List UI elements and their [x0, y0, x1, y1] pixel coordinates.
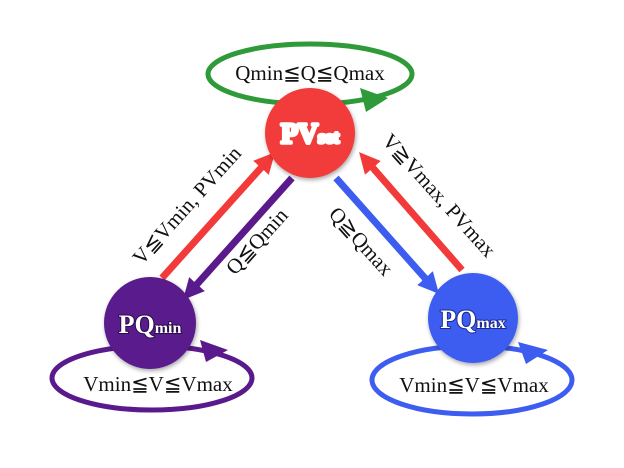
node-pvset: PVset: [265, 88, 355, 178]
arrow-pvset-to-pqmin: [182, 175, 295, 300]
node-pqmax-circle: [428, 273, 518, 363]
svg-text:PQmax: PQmax: [440, 305, 505, 334]
node-pvset-sub: set: [318, 127, 339, 147]
pvset-loop-arrowhead: [360, 88, 388, 112]
label-pqmax-loop: Vmin≦V≦Vmax: [399, 373, 549, 397]
node-pqmax-main: PQ: [440, 305, 476, 334]
arrow-pqmax-to-pvset: [359, 152, 465, 273]
label-pvset-to-pqmax: Q≧Qmax: [324, 202, 398, 281]
arrow-pvset-to-pqmax: [333, 175, 439, 294]
pqmin-loop-arrowhead: [200, 340, 228, 362]
node-pqmin: PQmin: [104, 277, 196, 369]
pqmax-loop-arrowhead: [518, 342, 548, 364]
node-pqmin-main: PQ: [119, 310, 155, 339]
arrow-pqmin-to-pvset: [159, 152, 276, 281]
svg-text:PQmin: PQmin: [119, 310, 182, 339]
node-pvset-main: PV: [281, 119, 318, 150]
node-pqmax: PQmax: [428, 273, 518, 363]
svg-text:PVset: PVset: [281, 119, 339, 150]
node-pqmax-sub: max: [476, 315, 505, 332]
node-pqmin-sub: min: [155, 320, 182, 337]
label-pvset-loop: Qmin≦Q≦Qmax: [235, 61, 385, 85]
label-pqmin-loop: Vmin≦V≦Vmax: [83, 372, 233, 396]
node-pqmin-circle: [104, 277, 196, 369]
node-pvset-circle: [265, 88, 355, 178]
